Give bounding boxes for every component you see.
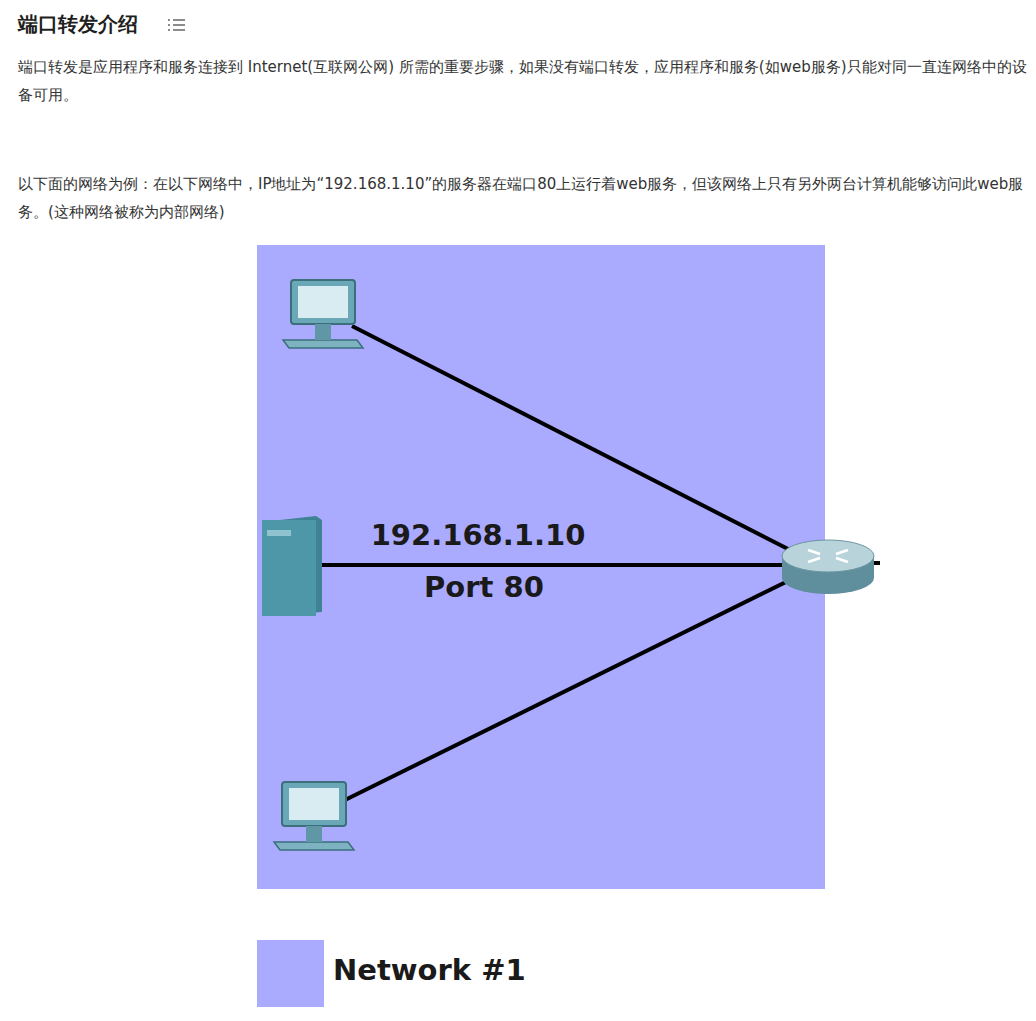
legend-label: Network #1: [333, 953, 526, 987]
network-wires: [322, 326, 880, 800]
computer-icon: [283, 280, 363, 348]
port-label: Port 80: [424, 570, 544, 604]
legend-swatch: [257, 940, 324, 1007]
page-heading: 端口转发介绍: [18, 10, 138, 38]
server-icon: [262, 516, 322, 616]
network-region: [257, 245, 825, 889]
paragraph: 以下面的网络为例：在以下网络中，IP地址为“192.168.1.10”的服务器在…: [18, 170, 1030, 226]
list-icon: [168, 20, 185, 30]
router-icon: [782, 540, 874, 594]
computer-icon: [274, 782, 354, 850]
paragraph: 端口转发是应用程序和服务连接到 Internet(互联网公网) 所需的重要步骤，…: [18, 53, 1030, 109]
ip-address: 192.168.1.10: [371, 518, 586, 552]
